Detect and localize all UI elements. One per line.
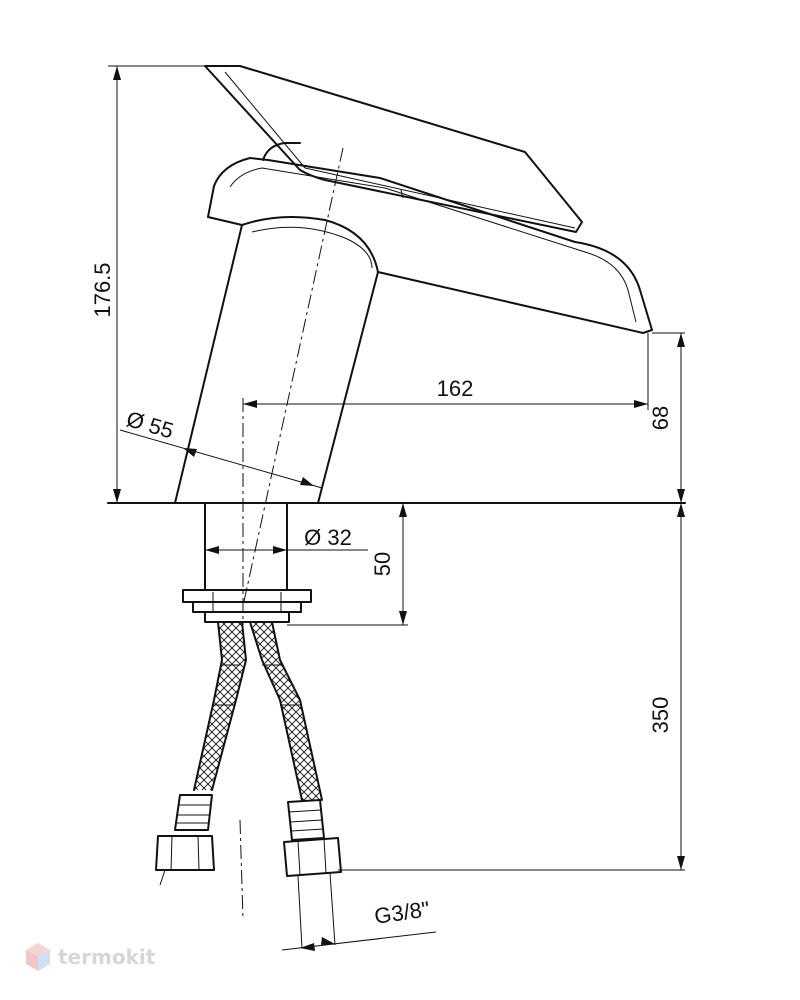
body-axis xyxy=(242,147,344,607)
hose-left-nut xyxy=(155,835,215,886)
label-connector-thread: G3/8" xyxy=(373,896,431,928)
label-body-diameter: Ø 55 xyxy=(124,406,177,443)
dimension-body-diameter xyxy=(119,429,323,489)
spout-housing xyxy=(207,142,653,334)
label-shank-diameter: Ø 32 xyxy=(304,525,352,550)
hose-right xyxy=(249,621,323,801)
hose-right-nut xyxy=(283,837,342,949)
label-spout-reach: 162 xyxy=(437,376,474,401)
dimension-total-height xyxy=(108,65,205,503)
watermark-brand: termokit xyxy=(58,945,156,969)
label-spout-height: 68 xyxy=(648,406,673,430)
shank-axis-lower xyxy=(239,819,244,921)
lever-handle xyxy=(204,65,583,233)
dimension-shank-length xyxy=(287,503,408,626)
dimension-spout-height xyxy=(652,332,685,503)
hose-left-ferrule xyxy=(174,794,213,831)
hose-left xyxy=(193,621,247,791)
label-total-height: 176.5 xyxy=(90,262,115,317)
label-shank-length: 50 xyxy=(370,552,395,576)
termokit-logo-icon xyxy=(26,943,50,971)
mounting-nut xyxy=(182,589,312,623)
faucet-body xyxy=(174,215,379,504)
label-hose-length: 350 xyxy=(648,697,673,734)
dimension-hose-length xyxy=(338,503,685,871)
dimension-shank-diameter xyxy=(205,546,368,554)
dimension-connector-thread xyxy=(281,931,437,951)
dimension-spout-reach xyxy=(243,333,649,410)
hose-right-ferrule xyxy=(287,799,325,841)
